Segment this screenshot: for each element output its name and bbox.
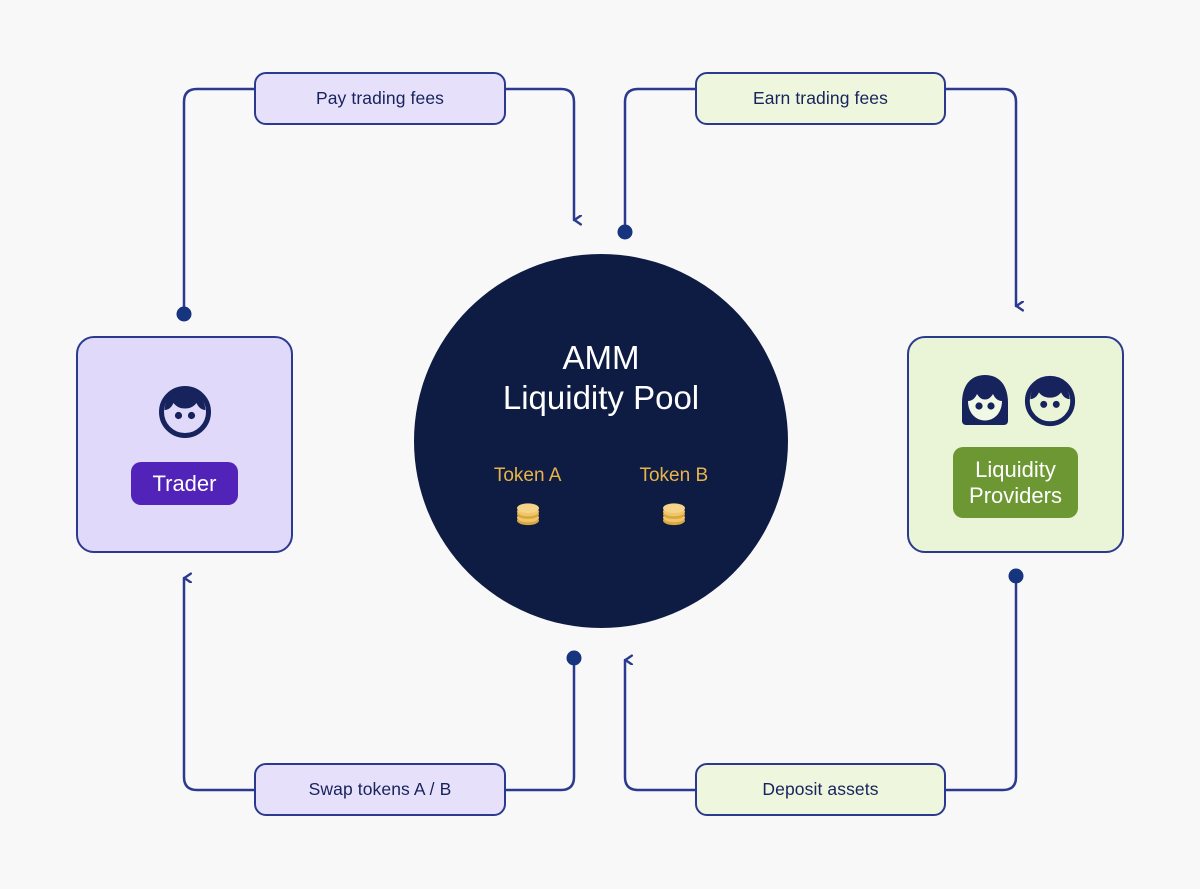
flow-label-text: Pay trading fees <box>315 88 445 108</box>
flow-label-deposit-assets[interactable]: Deposit assets <box>695 763 946 816</box>
liquidity-providers-node-card[interactable]: Liquidity Providers <box>907 336 1124 553</box>
person-short-hair-avatar-icon <box>1024 375 1075 426</box>
token-a: Token A <box>493 464 562 527</box>
coin-stack-icon <box>516 502 539 525</box>
origin-dot-lp-bottom <box>1008 568 1024 584</box>
connector-pool-to-swap <box>504 663 576 792</box>
origin-dot-pool-bottom <box>566 650 582 666</box>
trader-badge: Trader <box>130 461 239 506</box>
token-a-label: Token A <box>493 464 562 486</box>
token-row: Token A Token B <box>494 465 708 527</box>
origin-dot-pool-top <box>617 224 633 240</box>
lp-badge-label-line2: Providers <box>969 482 1062 508</box>
origin-dot-trader-top <box>176 306 192 322</box>
token-b-label: Token B <box>639 464 709 486</box>
person-avatar-icon <box>158 385 211 438</box>
pool-title-line2: Liquidity Pool <box>502 379 700 417</box>
flow-label-text: Earn trading fees <box>753 88 888 108</box>
amm-liquidity-pool-circle[interactable]: AMM Liquidity Pool Token A Token B <box>414 254 788 628</box>
coin-stack-icon <box>662 502 685 525</box>
person-long-hair-avatar-icon <box>961 374 1008 425</box>
lp-avatar-row <box>955 371 1077 429</box>
connector-trader-to-pay-fees <box>182 87 256 314</box>
pool-title-line1: AMM <box>562 339 640 376</box>
flow-label-text: Swap tokens A / B <box>308 779 452 799</box>
connector-earn-fees-to-lp <box>944 87 1016 306</box>
lp-badge-label-line1: Liquidity <box>975 456 1056 482</box>
connector-swap-to-trader <box>182 578 256 792</box>
connector-pay-fees-to-pool <box>504 87 574 220</box>
flow-label-text: Deposit assets <box>762 779 879 799</box>
pool-title: AMM Liquidity Pool <box>503 338 699 419</box>
flow-label-earn-trading-fees[interactable]: Earn trading fees <box>695 72 946 125</box>
flow-label-pay-trading-fees[interactable]: Pay trading fees <box>254 72 506 125</box>
liquidity-providers-badge: Liquidity Providers <box>953 446 1078 519</box>
connector-pool-to-earn-fees <box>623 87 697 228</box>
connector-lp-to-deposit <box>944 579 1018 792</box>
trader-node-card[interactable]: Trader <box>76 336 293 553</box>
flow-label-swap-tokens[interactable]: Swap tokens A / B <box>254 763 506 816</box>
trader-badge-label: Trader <box>152 470 217 496</box>
token-b: Token B <box>639 465 708 527</box>
connector-deposit-to-pool <box>623 660 697 792</box>
